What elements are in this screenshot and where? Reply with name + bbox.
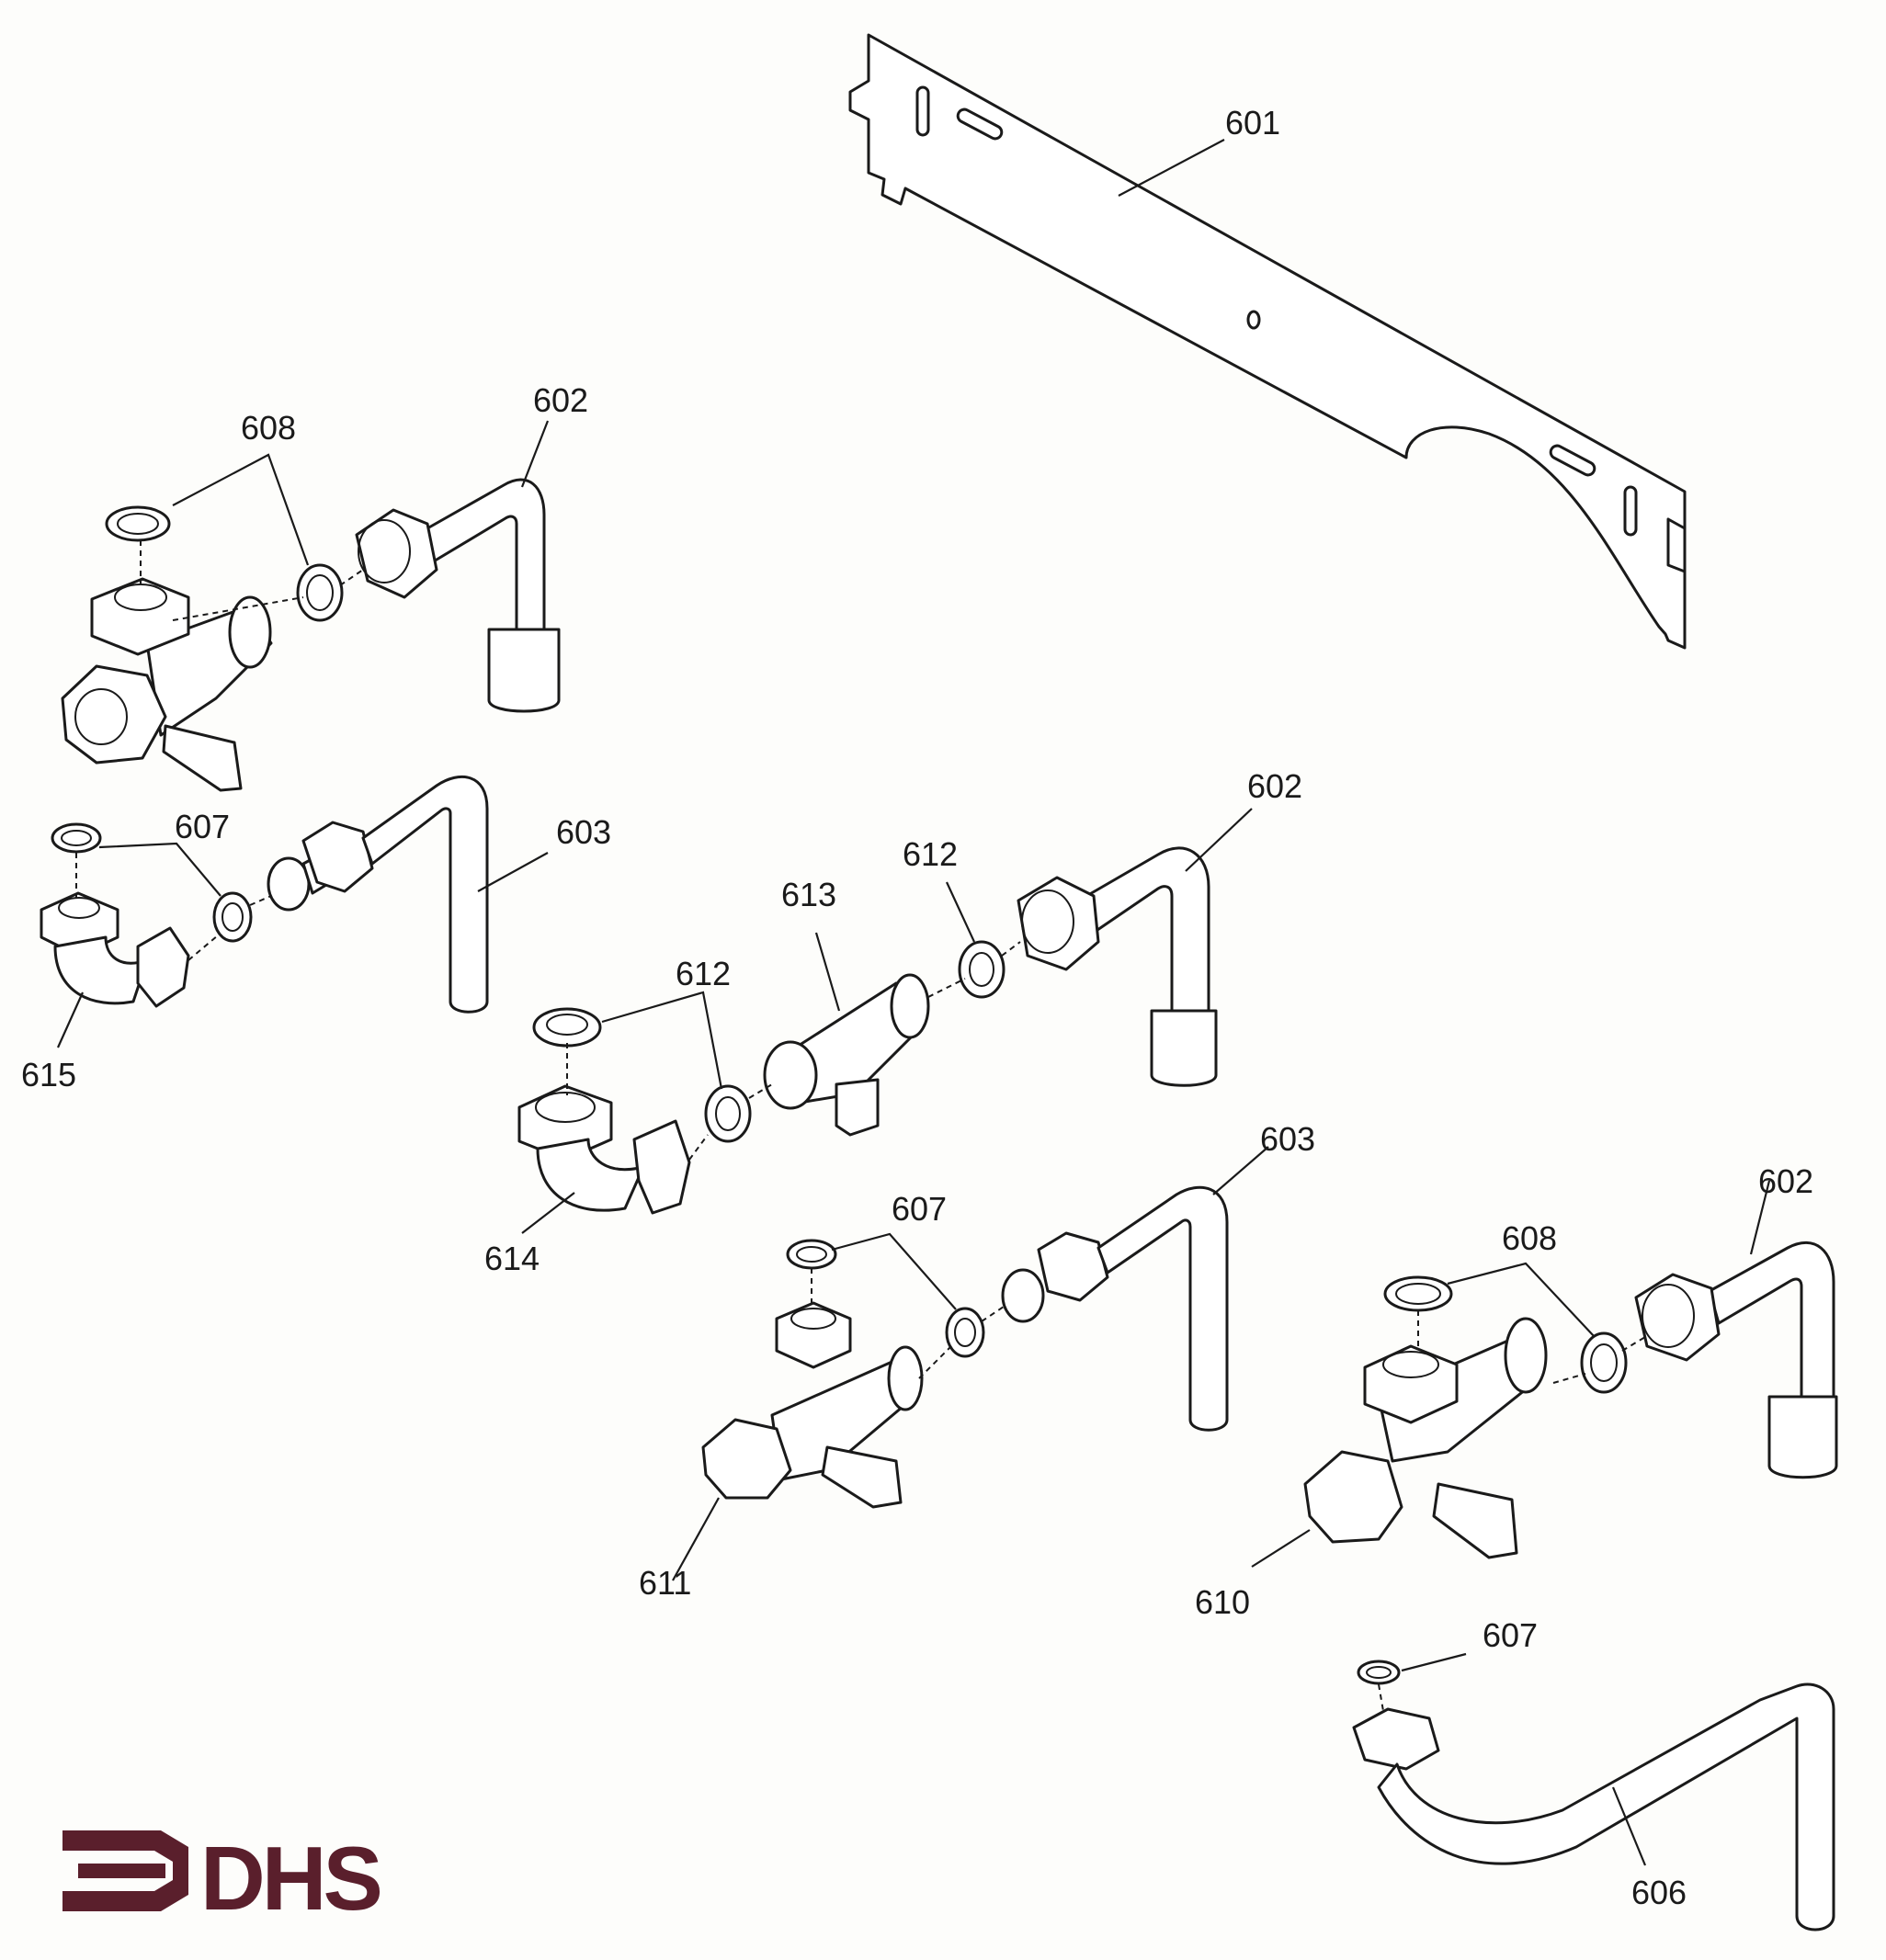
part-602-elbow-pipe-a bbox=[355, 478, 561, 713]
part-label-602: 602 bbox=[1247, 767, 1303, 805]
part-label-614: 614 bbox=[484, 1240, 540, 1277]
part-601-mounting-bracket bbox=[848, 33, 1687, 650]
part-608-washers-a bbox=[105, 505, 344, 622]
part-label-603: 603 bbox=[556, 813, 612, 851]
arrow-icon bbox=[62, 1830, 188, 1911]
part-label-607: 607 bbox=[175, 808, 231, 845]
leader-lines bbox=[56, 139, 1771, 1866]
part-611-valve bbox=[701, 1301, 924, 1509]
part-label-612: 612 bbox=[903, 835, 959, 873]
part-label-601: 601 bbox=[1225, 104, 1281, 142]
part-612-washers bbox=[532, 940, 1005, 1143]
part-607-washers-a bbox=[51, 822, 253, 943]
part-608-washers-b bbox=[1383, 1275, 1628, 1394]
part-607-washers-b bbox=[786, 1239, 985, 1358]
logo-text: DHS bbox=[200, 1828, 381, 1929]
part-label-610: 610 bbox=[1195, 1583, 1251, 1621]
part-602-elbow-pipe-c bbox=[1634, 1241, 1838, 1479]
part-label-606: 606 bbox=[1631, 1874, 1687, 1911]
part-613-filter-fitting bbox=[763, 973, 930, 1137]
part-label-608: 608 bbox=[241, 409, 297, 447]
part-614-elbow-fitting bbox=[517, 1084, 691, 1215]
dhs-logo: DHS bbox=[62, 1828, 384, 1929]
part-602-elbow-pipe-b bbox=[1017, 846, 1218, 1087]
part-label-611: 611 bbox=[639, 1564, 692, 1602]
part-valve-a bbox=[61, 577, 273, 792]
part-label-615: 615 bbox=[21, 1056, 77, 1093]
part-603-pipe-a bbox=[267, 776, 489, 1014]
part-607-washer-c bbox=[1357, 1660, 1401, 1685]
part-label-602: 602 bbox=[533, 381, 589, 419]
part-615-elbow-fitting bbox=[40, 891, 190, 1008]
part-label-612: 612 bbox=[676, 955, 732, 992]
part-label-603: 603 bbox=[1260, 1120, 1316, 1158]
part-603-pipe-b bbox=[1001, 1185, 1229, 1432]
part-label-608: 608 bbox=[1502, 1219, 1558, 1257]
part-label-602: 602 bbox=[1758, 1162, 1814, 1200]
part-606-pipe bbox=[1352, 1682, 1835, 1932]
part-label-607: 607 bbox=[892, 1190, 948, 1228]
part-610-valve bbox=[1303, 1317, 1548, 1559]
part-label-613: 613 bbox=[781, 876, 837, 913]
part-label-607: 607 bbox=[1483, 1616, 1539, 1654]
